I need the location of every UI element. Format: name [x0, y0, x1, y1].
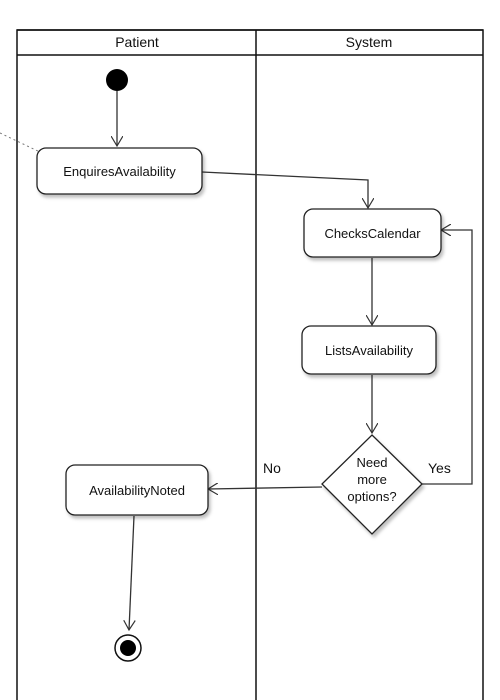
decision-label-line2: more — [357, 472, 387, 487]
note-connector — [0, 132, 43, 154]
activity-label: ChecksCalendar — [324, 226, 421, 241]
activity-checks-calendar: ChecksCalendar — [303, 208, 442, 258]
activity-availability-noted: AvailabilityNoted — [65, 464, 209, 516]
activity-label: EnquiresAvailability — [63, 164, 176, 179]
activity-box — [65, 464, 209, 516]
edge-noted-to-end — [129, 515, 134, 630]
initial-node — [106, 69, 128, 91]
final-node — [114, 634, 142, 662]
activity-label: ListsAvailability — [325, 343, 413, 358]
edges — [117, 91, 473, 630]
lane-title-system: System — [346, 34, 393, 50]
activity-box — [36, 147, 203, 195]
activity-box — [303, 208, 442, 258]
decision-node: Need more options? — [321, 434, 423, 535]
decision-label-line3: options? — [347, 489, 396, 504]
decision-label-line1: Need — [356, 455, 387, 470]
swimlane-frame: Patient System — [16, 29, 484, 700]
activity-box — [301, 325, 437, 375]
edge-label-yes: Yes — [428, 460, 451, 476]
activity-enquires-availability: EnquiresAvailability — [36, 147, 203, 195]
edge-decision-yes — [422, 230, 473, 485]
activity-lists-availability: ListsAvailability — [301, 325, 437, 375]
edge-enquires-to-checks — [201, 171, 368, 208]
activity-label: AvailabilityNoted — [89, 483, 185, 498]
edge-decision-no — [208, 487, 323, 489]
final-node-dot — [120, 640, 136, 656]
lane-title-patient: Patient — [115, 34, 159, 50]
edge-label-no: No — [263, 460, 281, 476]
decision-diamond — [321, 434, 423, 535]
